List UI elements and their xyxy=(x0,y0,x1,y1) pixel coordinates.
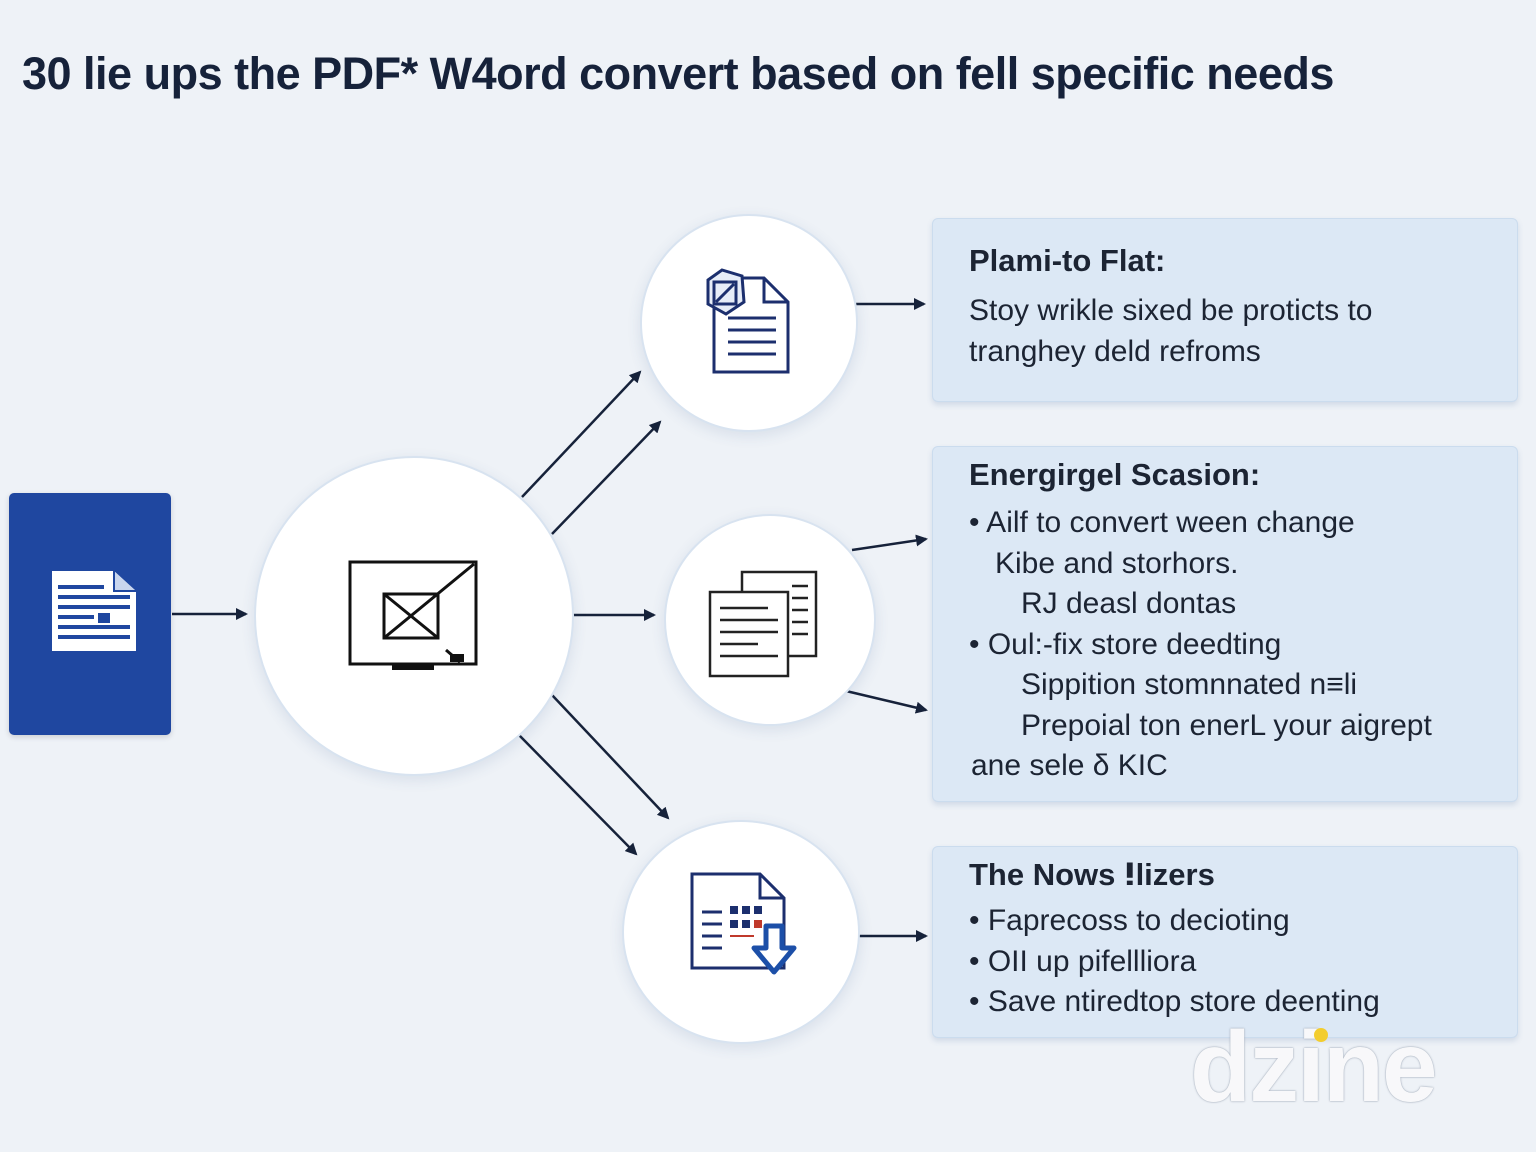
top-circle xyxy=(640,214,858,432)
arrow-hub-to-top-a xyxy=(521,370,642,498)
card-bottom-line-1: • Faprecoss to decioting xyxy=(969,904,1290,937)
card-middle-line-6: Prepoial ton enerL your aigrept xyxy=(1021,708,1432,742)
frame-crop-icon xyxy=(348,560,478,670)
card-top-title: Plami-to Flat: xyxy=(969,243,1166,278)
card-middle-line-2: Kibe and storhors. xyxy=(995,546,1239,580)
arrow-hub-to-bottom-a xyxy=(551,694,670,820)
arrow-middle-to-card-a xyxy=(851,534,928,552)
card-middle-line-7: ane sele δ KIC xyxy=(971,749,1168,782)
card-top: Plami-to Flat: Stoy wrikle sixed be prot… xyxy=(932,218,1518,402)
card-bottom: The Nows ⵑlizers • Faprecoss to deciotin… xyxy=(932,846,1518,1038)
bottom-circle xyxy=(622,820,860,1044)
arrow-hub-to-bottom-b xyxy=(517,733,638,856)
card-bottom-line-3: • Save ntiredtop store deenting xyxy=(969,985,1380,1018)
card-bottom-line-2: • OII up pifellliora xyxy=(969,944,1197,978)
hub-circle xyxy=(254,456,574,776)
document-icon xyxy=(52,571,136,651)
card-top-line-2: tranghey deld refroms xyxy=(969,335,1261,368)
watermark-dot xyxy=(1314,1028,1328,1042)
middle-circle xyxy=(664,514,876,726)
watermark-logo: dzine xyxy=(1190,1011,1438,1123)
card-middle-line-5: Sippition stomnnated n≡li xyxy=(1021,668,1358,701)
card-middle-line-1: • Ailf to convert ween change xyxy=(969,506,1355,539)
edit-document-icon xyxy=(706,268,790,374)
arrow-hub-to-top-b xyxy=(551,420,662,535)
stacked-documents-icon xyxy=(708,570,818,678)
card-middle-line-3: RJ deasl dontas xyxy=(1021,587,1237,620)
card-middle-title: Energirgel Scasion: xyxy=(969,457,1261,492)
page-title: 30 lie ups the PDF* W4ord convert based … xyxy=(22,48,1334,99)
card-middle-line-4: • Oul:-fix store deedting xyxy=(969,627,1282,661)
card-bottom-title: The Nows ⵑlizers xyxy=(969,857,1215,892)
arrow-middle-to-card-b xyxy=(845,689,928,714)
document-download-icon xyxy=(690,872,797,975)
card-middle: Energirgel Scasion: • Ailf to convert we… xyxy=(932,446,1518,802)
source-document-block xyxy=(9,493,171,735)
card-top-line-1: Stoy wrikle sixed be proticts to xyxy=(969,294,1373,327)
